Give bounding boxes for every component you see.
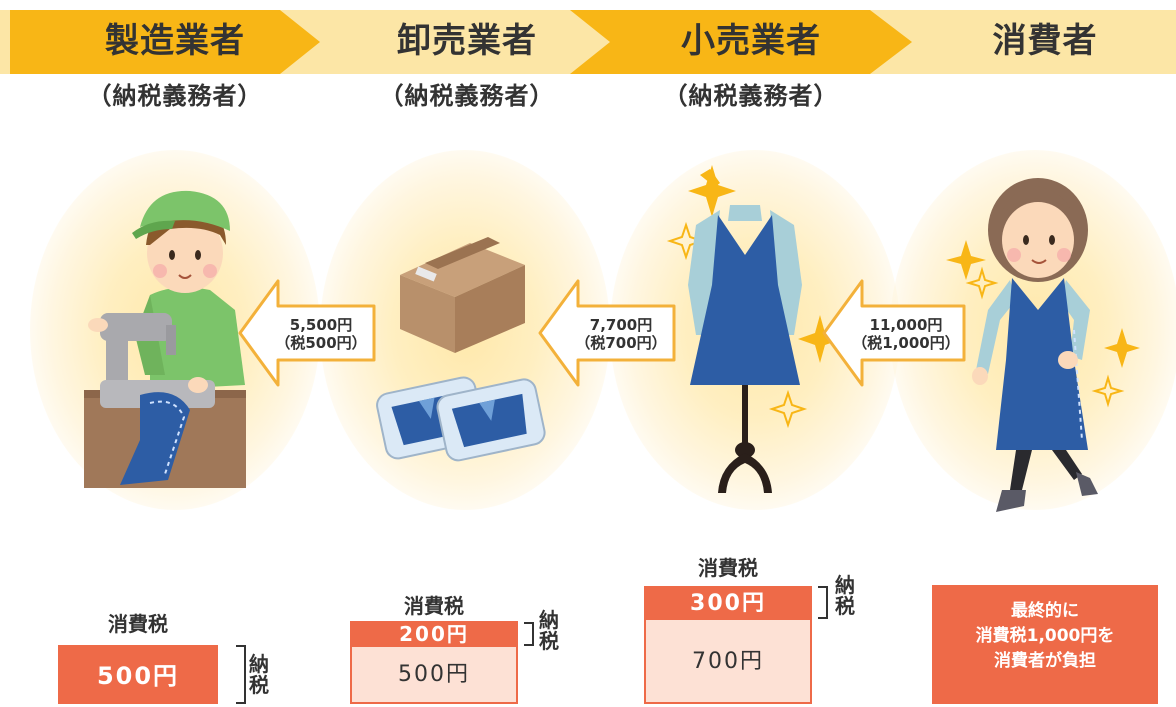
transfer-2-label: 7,700円 （税700円） [566,316,676,352]
tax-pay-wholesaler: 200円 [350,621,518,647]
tax-caption-wholesaler: 消費税 [404,594,464,618]
dress-mannequin-illustration [666,165,840,493]
stage-wholesaler: 卸売業者 [397,21,537,61]
tax-pay-manufacturer: 500円 [58,645,218,704]
bracket-manufacturer [236,645,246,704]
stage-chevron-band [0,10,1176,74]
stage-retailer: 小売業者 [681,21,821,61]
sewing-worker-illustration [84,190,246,488]
bracket-retailer [818,586,828,619]
final-burden-note: 最終的に 消費税1,000円を 消費者が負担 [932,585,1158,704]
final-note-line3: 消費者が負担 [994,651,1096,671]
transfer-arrow-2 [538,279,676,387]
tax-caption-manufacturer: 消費税 [108,612,168,636]
tax-caption-retailer: 消費税 [698,556,758,580]
tax-credit-wholesaler: 500円 [350,647,518,704]
transfer-arrow-3 [822,279,966,387]
nozei-retailer: 納税 [835,573,855,618]
chevron-retailer [570,10,912,74]
tax-pay-retailer: 300円 [644,586,812,620]
transfer-3-price: 11,000円 [869,316,943,334]
transfer-1-label: 5,500円 （税500円） [266,316,376,352]
nozei-wholesaler: 納税 [539,608,559,653]
stage-manufacturer: 製造業者 [105,21,245,61]
nozei-manufacturer: 納税 [249,652,269,697]
package-illustration [376,237,546,462]
consumer-woman-illustration [946,178,1140,512]
transfer-2-price: 7,700円 [589,316,653,334]
transfer-arrow-1 [238,279,376,387]
transfer-2-tax: （税700円） [575,334,667,352]
stage-consumer: 消費者 [992,21,1098,61]
payer-manufacturer: （納税義務者） [87,82,263,110]
final-note-line2: 消費税1,000円を [975,626,1115,646]
bracket-wholesaler [524,622,534,646]
transfer-3-tax: （税1,000円） [852,334,960,352]
chevron-manufacturer [10,10,320,74]
transfer-3-label: 11,000円 （税1,000円） [846,316,966,352]
transfer-1-price: 5,500円 [289,316,353,334]
final-note-line1: 最終的に [1011,601,1079,621]
payer-wholesaler: （納税義務者） [379,82,555,110]
payer-retailer: （納税義務者） [663,82,839,110]
tax-credit-retailer: 700円 [644,620,812,704]
transfer-1-tax: （税500円） [275,334,367,352]
